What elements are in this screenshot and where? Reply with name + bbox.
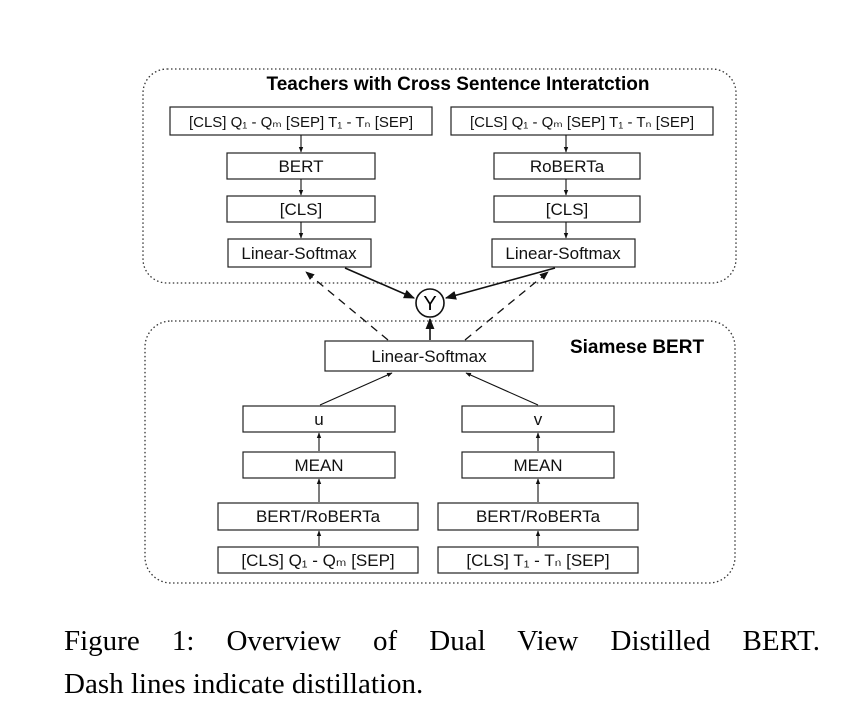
student-left-input: [CLS] Q₁ - Qₘ [SEP] (241, 551, 394, 570)
student-right-pool-box (461, 451, 615, 479)
student-head-box (324, 340, 534, 372)
caption-line-1: Figure 1: Overview of Dual View Distille… (64, 625, 820, 657)
teacher-left-input-box (169, 106, 433, 136)
student-left-pool: MEAN (294, 456, 343, 475)
student-left-vector-box (242, 405, 396, 433)
distillation-diagram: Teachers with Cross Sentence Interatctio… (142, 68, 737, 584)
teacher-right-head-box (491, 238, 636, 268)
teacher-left-input: [CLS] Q₁ - Qₘ [SEP] T₁ - Tₙ [SEP] (189, 114, 413, 131)
teacher-right-encoder-box (493, 152, 641, 180)
student-left-encoder-box (217, 502, 419, 531)
teacher-left-cls-box (226, 195, 376, 223)
student-left-encoder: BERT/RoBERTa (256, 507, 381, 526)
u-to-head-arrow (319, 372, 393, 406)
teacher-left-cls: [CLS] (280, 200, 323, 219)
distill-left-dashed-arrow (305, 271, 389, 341)
siamese-group (144, 320, 736, 584)
figure-caption: Figure 1: Overview of Dual View Distille… (64, 620, 820, 706)
teacher-left-head-box (227, 238, 372, 268)
student-right-encoder-box (437, 502, 639, 531)
student-right-pool: MEAN (513, 456, 562, 475)
teacher-right-encoder: RoBERTa (530, 157, 605, 176)
teacher-left-head: Linear-Softmax (241, 244, 357, 263)
distill-right-dashed-arrow (464, 271, 549, 341)
student-left-input-box (217, 546, 419, 574)
student-head: Linear-Softmax (371, 347, 487, 366)
student-right-vector-box (461, 405, 615, 433)
teacher-right-cls-box (493, 195, 641, 223)
teacher-right-head: Linear-Softmax (505, 244, 621, 263)
teacher-right-cls: [CLS] (546, 200, 589, 219)
v-to-head-arrow (465, 372, 539, 406)
caption-line-2: Dash lines indicate distillation. (64, 668, 424, 700)
teacher-right-input: [CLS] Q₁ - Qₘ [SEP] T₁ - Tₙ [SEP] (470, 114, 694, 131)
student-left-tower: u MEAN BERT/RoBERTa [CLS] Q₁ - Qₘ [SEP] (217, 405, 419, 574)
student-right-tower: v MEAN BERT/RoBERTa [CLS] T₁ - Tₙ [SEP] (437, 405, 639, 574)
target-y-circle (415, 288, 445, 318)
student-right-input-box (437, 546, 639, 574)
target-y-label: Y (423, 293, 436, 315)
student-right-encoder: BERT/RoBERTa (476, 507, 601, 526)
teacher-left-encoder: BERT (278, 157, 323, 176)
teachers-title: Teachers with Cross Sentence Interatctio… (267, 74, 650, 95)
student-left-vector: u (314, 410, 323, 429)
teacher-right-input-box (450, 106, 714, 136)
teacher-right: [CLS] Q₁ - Qₘ [SEP] T₁ - Tₙ [SEP] RoBERT… (450, 106, 714, 268)
student-left-pool-box (242, 451, 396, 479)
siamese-title: Siamese BERT (570, 337, 705, 358)
teacher-left: [CLS] Q₁ - Qₘ [SEP] T₁ - Tₙ [SEP] BERT [… (169, 106, 433, 268)
student-right-vector: v (534, 410, 543, 429)
teacher-left-to-y-arrow (344, 267, 416, 299)
teachers-group (142, 68, 737, 284)
student-right-input: [CLS] T₁ - Tₙ [SEP] (466, 551, 609, 570)
teacher-right-to-y-arrow (444, 267, 556, 300)
